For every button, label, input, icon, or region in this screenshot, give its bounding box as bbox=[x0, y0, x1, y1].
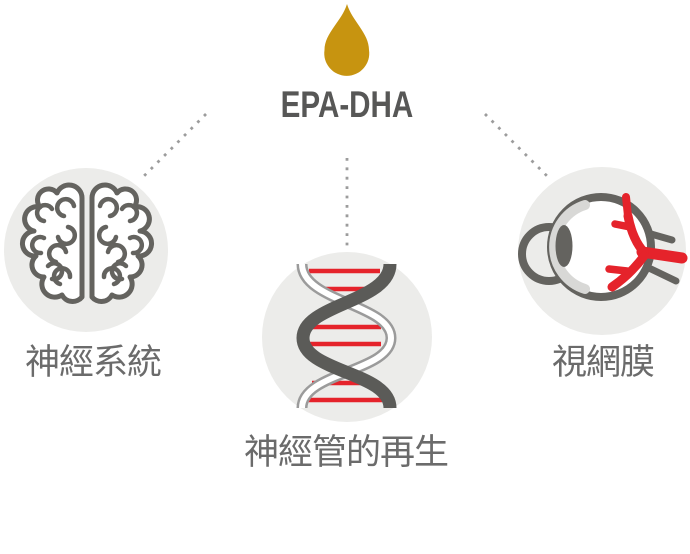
connector-right-dotted-line bbox=[484, 113, 550, 179]
brain-icon bbox=[20, 182, 154, 304]
node-neural-tube-regeneration bbox=[262, 252, 432, 422]
node-retina bbox=[518, 167, 688, 335]
oil-drop-icon bbox=[324, 4, 370, 76]
label-neural-tube-regeneration: 神經管的再生 bbox=[243, 433, 449, 472]
label-retina: 視網膜 bbox=[551, 343, 655, 382]
product-title: EPA-DHA bbox=[280, 84, 414, 125]
eye-icon bbox=[518, 193, 688, 301]
dna-icon bbox=[296, 262, 397, 410]
connector-left-dotted-line bbox=[141, 113, 207, 179]
label-nervous-system: 神經系統 bbox=[24, 343, 162, 382]
node-nervous-system bbox=[4, 168, 168, 332]
node-circle-bg bbox=[262, 252, 432, 422]
